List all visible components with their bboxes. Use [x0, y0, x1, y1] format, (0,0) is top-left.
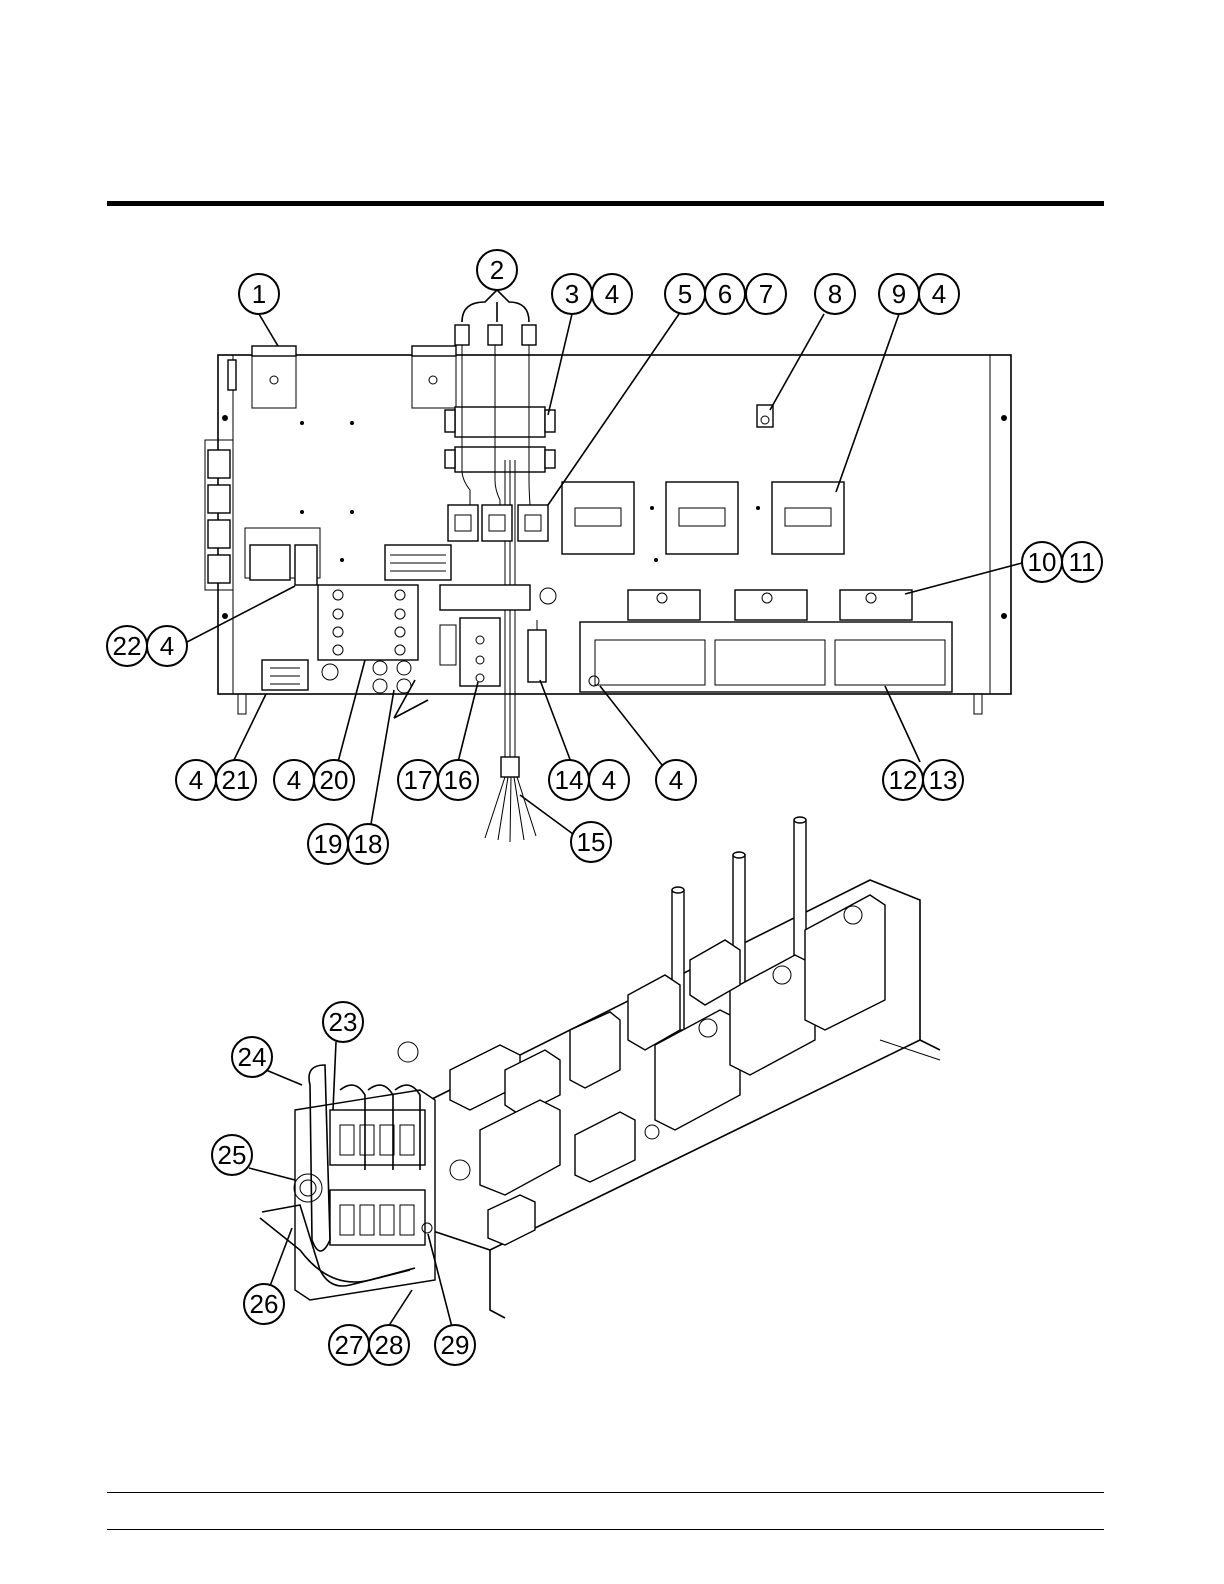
svg-text:4: 4: [605, 279, 619, 309]
control-panel-isometric-view: [260, 817, 940, 1318]
callout-20: 20: [314, 760, 354, 800]
callout-2: 2: [477, 250, 517, 290]
svg-text:13: 13: [929, 765, 958, 795]
callout-21: 21: [216, 760, 256, 800]
svg-text:4: 4: [287, 765, 301, 795]
callout-27: 27: [329, 1325, 369, 1365]
svg-text:4: 4: [669, 765, 683, 795]
svg-text:16: 16: [444, 765, 473, 795]
svg-text:10: 10: [1028, 547, 1057, 577]
svg-text:1: 1: [252, 279, 266, 309]
callout-18: 18: [348, 824, 388, 864]
callout-14: 14: [549, 760, 589, 800]
callout-19: 19: [308, 824, 348, 864]
svg-text:5: 5: [678, 279, 692, 309]
svg-text:4: 4: [189, 765, 203, 795]
callout-12: 12: [883, 760, 923, 800]
svg-text:18: 18: [354, 829, 383, 859]
svg-text:19: 19: [314, 829, 343, 859]
side-connectors: [205, 360, 236, 590]
callout-10: 10: [1022, 542, 1062, 582]
callout-7: 7: [746, 274, 786, 314]
callout-13: 13: [923, 760, 963, 800]
callout-4: 4: [919, 274, 959, 314]
callout-25: 25: [212, 1135, 252, 1175]
callout-4: 4: [589, 760, 629, 800]
callout-8: 8: [815, 274, 855, 314]
callout-29: 29: [435, 1325, 475, 1365]
callout-22: 22: [107, 626, 147, 666]
callout-4: 4: [592, 274, 632, 314]
svg-text:25: 25: [218, 1140, 247, 1170]
svg-text:26: 26: [250, 1289, 279, 1319]
svg-text:6: 6: [718, 279, 732, 309]
callout-9: 9: [879, 274, 919, 314]
callout-28: 28: [369, 1325, 409, 1365]
svg-text:21: 21: [222, 765, 251, 795]
svg-text:15: 15: [577, 827, 606, 857]
svg-text:20: 20: [320, 765, 349, 795]
callout-4: 4: [147, 626, 187, 666]
transformers-9: [562, 482, 844, 554]
callout-11: 11: [1062, 542, 1102, 582]
callout-3: 3: [552, 274, 592, 314]
callout-1: 1: [239, 274, 279, 314]
callout-4: 4: [656, 760, 696, 800]
svg-text:27: 27: [335, 1330, 364, 1360]
svg-text:29: 29: [441, 1330, 470, 1360]
svg-text:28: 28: [375, 1330, 404, 1360]
svg-text:17: 17: [404, 765, 433, 795]
svg-text:11: 11: [1069, 547, 1096, 577]
svg-text:23: 23: [329, 1007, 358, 1037]
callout-5: 5: [665, 274, 705, 314]
callout-17: 17: [398, 760, 438, 800]
callout-26: 26: [244, 1284, 284, 1324]
callout-24: 24: [232, 1037, 272, 1077]
svg-text:7: 7: [759, 279, 773, 309]
callout-23: 23: [323, 1002, 363, 1042]
svg-text:4: 4: [932, 279, 946, 309]
svg-text:4: 4: [160, 631, 174, 661]
svg-text:3: 3: [565, 279, 579, 309]
svg-text:14: 14: [555, 765, 584, 795]
callout-6: 6: [705, 274, 745, 314]
callout-4: 4: [176, 760, 216, 800]
svg-text:2: 2: [490, 255, 504, 285]
svg-text:12: 12: [889, 765, 918, 795]
callout-15: 15: [571, 822, 611, 862]
svg-text:4: 4: [602, 765, 616, 795]
svg-text:8: 8: [828, 279, 842, 309]
callout-16: 16: [438, 760, 478, 800]
svg-text:9: 9: [892, 279, 906, 309]
svg-text:24: 24: [238, 1042, 267, 1072]
svg-text:22: 22: [113, 631, 142, 661]
callout-4: 4: [274, 760, 314, 800]
